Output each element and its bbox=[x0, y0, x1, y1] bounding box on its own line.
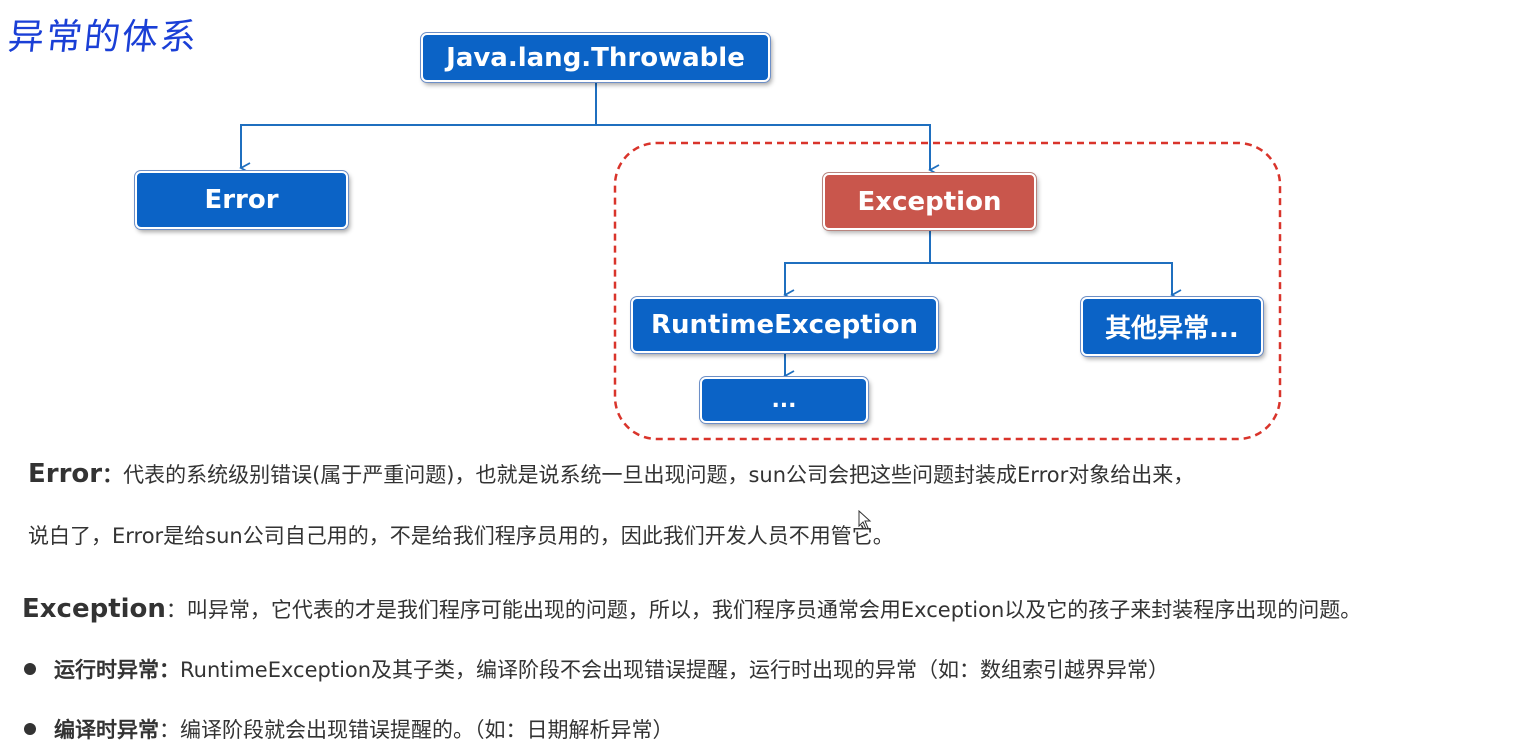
error-node: Error bbox=[135, 171, 348, 229]
bullet-dot-icon bbox=[24, 663, 36, 675]
bullet-checked-exception: 编译时异常：编译阶段就会出现错误提醒的。（如：日期解析异常） bbox=[24, 720, 674, 741]
error-description-text: 代表的系统级别错误(属于严重问题)，也就是说系统一旦出现问题，sun公司会把这些… bbox=[123, 463, 1195, 487]
checked-bullet-text: ：编译阶段就会出现错误提醒的。（如：日期解析异常） bbox=[159, 718, 674, 742]
exception-colon: ： bbox=[165, 598, 187, 622]
error-keyword: Error bbox=[28, 459, 103, 489]
throwable-node: Java.lang.Throwable bbox=[421, 33, 770, 82]
connector-to-exception bbox=[596, 124, 940, 176]
connector-to-error bbox=[239, 124, 596, 174]
runtime-exception-node: RuntimeException bbox=[631, 297, 938, 353]
other-exceptions-node: 其他异常... bbox=[1081, 297, 1263, 356]
connector-to-other bbox=[930, 262, 1182, 301]
page-title: 异常的体系 bbox=[5, 17, 201, 58]
exception-description-text: 叫异常，它代表的才是我们程序可能出现的问题，所以，我们程序员通常会用Except… bbox=[186, 598, 1362, 622]
checked-bullet-keyword: 编译时异常 bbox=[54, 718, 159, 742]
runtime-bullet-keyword: 运行时异常： bbox=[54, 658, 180, 682]
exception-node: Exception bbox=[823, 173, 1036, 230]
ellipsis-node: ... bbox=[700, 377, 868, 423]
error-colon: ： bbox=[102, 463, 124, 487]
bullet-runtime-exception: 运行时异常：RuntimeException及其子类，编译阶段不会出现错误提醒，… bbox=[24, 660, 1169, 681]
error-description-line2: 说白了，Error是给sun公司自己用的，不是给我们程序员用的，因此我们开发人员… bbox=[28, 524, 894, 548]
connector-to-runtime bbox=[783, 262, 930, 301]
exception-description: Exception：叫异常，它代表的才是我们程序可能出现的问题，所以，我们程序员… bbox=[22, 596, 1361, 622]
runtime-bullet-text: RuntimeException及其子类，编译阶段不会出现错误提醒，运行时出现的… bbox=[180, 658, 1170, 682]
mouse-pointer-icon bbox=[858, 510, 872, 530]
exception-keyword: Exception bbox=[22, 594, 166, 624]
bullet-dot-icon bbox=[24, 723, 36, 735]
error-description-line1: Error：代表的系统级别错误(属于严重问题)，也就是说系统一旦出现问题，sun… bbox=[28, 461, 1194, 487]
